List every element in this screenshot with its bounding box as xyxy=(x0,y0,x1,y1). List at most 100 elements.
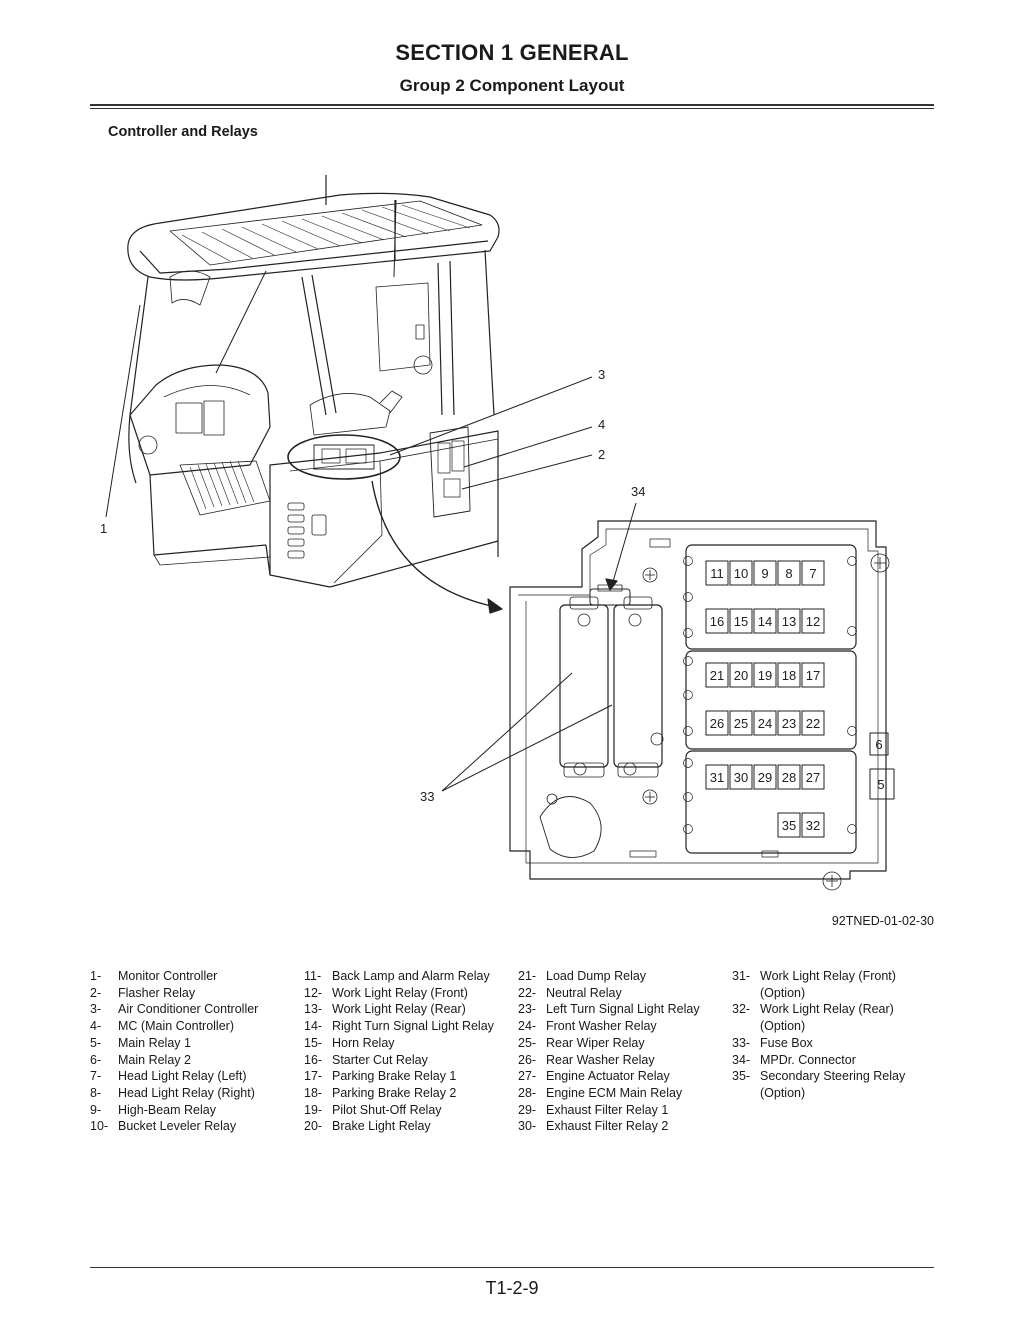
legend-number: 15- xyxy=(304,1035,323,1050)
callout-34: 34 xyxy=(631,484,645,499)
legend-description: Work Light Relay (Front) xyxy=(760,969,896,983)
legend-item: 25- Rear Wiper Relay xyxy=(518,1035,732,1052)
legend-number: 3- xyxy=(90,1002,102,1017)
legend-item: 8- Head Light Relay (Right) xyxy=(90,1085,304,1102)
relay-number: 20 xyxy=(734,668,748,683)
legend-description: Main Relay 2 xyxy=(118,1052,191,1067)
relay-32: 32 xyxy=(801,812,825,838)
relay-number: 17 xyxy=(806,668,820,683)
legend-number: 27- xyxy=(518,1069,537,1084)
legend-item: 10-Bucket Leveler Relay xyxy=(90,1118,304,1135)
legend-number: 11- xyxy=(304,969,322,983)
relay-31: 31 xyxy=(705,764,729,790)
legend-description: Head Light Relay (Right) xyxy=(118,1085,255,1100)
legend-item: 6- Main Relay 2 xyxy=(90,1052,304,1069)
legend-description: (Option) xyxy=(760,1019,806,1034)
legend-item: 23-Left Turn Signal Light Relay xyxy=(518,1001,732,1018)
relay-number: 29 xyxy=(758,770,772,785)
legend-description: Rear Wiper Relay xyxy=(546,1035,645,1050)
relay-number: 24 xyxy=(758,716,772,731)
relay-25: 25 xyxy=(729,710,753,736)
relay-20: 20 xyxy=(729,662,753,688)
relay-23: 23 xyxy=(777,710,801,736)
legend-description: Brake Light Relay xyxy=(332,1119,431,1134)
legend-number: 25- xyxy=(518,1035,537,1050)
relay-number: 7 xyxy=(809,566,816,581)
relay-number: 13 xyxy=(782,614,796,629)
legend-description: Engine Actuator Relay xyxy=(546,1069,670,1084)
legend-item: 3-Air Conditioner Controller xyxy=(90,1001,304,1018)
callout-3: 3 xyxy=(598,367,605,382)
legend-number: 29- xyxy=(518,1102,537,1117)
legend-item: 24-Front Washer Relay xyxy=(518,1018,732,1035)
legend-number: 1- xyxy=(90,969,102,983)
legend-item: 18- Parking Brake Relay 2 xyxy=(304,1085,518,1102)
relay-number: 8 xyxy=(785,566,792,581)
legend-number: 14- xyxy=(304,1019,323,1034)
relay-10: 10 xyxy=(729,560,753,586)
legend-item: 22-Neutral Relay xyxy=(518,985,732,1002)
legend-description: Load Dump Relay xyxy=(546,969,647,983)
legend-number: 24- xyxy=(518,1019,537,1034)
legend-description: Work Light Relay (Front) xyxy=(332,985,468,1000)
relay-number: 22 xyxy=(806,716,820,731)
legend-item: 5-Main Relay 1 xyxy=(90,1035,304,1052)
relay-5: 5 xyxy=(877,777,884,792)
legend-description: Head Light Relay (Left) xyxy=(118,1069,247,1084)
relay-number: 28 xyxy=(782,770,796,785)
relay-number: 16 xyxy=(710,614,724,629)
legend-number: 34- xyxy=(732,1052,751,1067)
relay-number: 12 xyxy=(806,614,820,629)
legend-item: 33-Fuse Box xyxy=(732,1035,946,1052)
relay-number: 18 xyxy=(782,668,796,683)
relay-box-detail xyxy=(509,520,895,891)
relay-number: 32 xyxy=(806,818,820,833)
legend-description: Bucket Leveler Relay xyxy=(118,1119,237,1134)
legend-item: 35-Secondary Steering Relay xyxy=(732,1068,946,1085)
relay-number: 21 xyxy=(710,668,724,683)
legend-description: (Option) xyxy=(760,985,806,1000)
relay-number: 11 xyxy=(710,566,724,581)
relay-number: 30 xyxy=(734,770,748,785)
legend-number: 7- xyxy=(90,1069,102,1084)
cab-illustration xyxy=(105,175,500,588)
relay-7: 7 xyxy=(801,560,825,586)
relay-14: 14 xyxy=(753,608,777,634)
legend-number xyxy=(732,985,760,1002)
legend-column-4: 31-Work Light Relay (Front)(Option)32-Wo… xyxy=(732,968,946,1135)
legend-item: (Option) xyxy=(732,1018,946,1035)
relay-9: 9 xyxy=(753,560,777,586)
legend-item: 15-Horn Relay xyxy=(304,1035,518,1052)
header-rule xyxy=(90,104,934,106)
legend-description: Pilot Shut-Off Relay xyxy=(332,1102,442,1117)
legend-description: Right Turn Signal Light Relay xyxy=(332,1019,494,1034)
relay-number: 19 xyxy=(758,668,772,683)
legend-description: MPDr. Connector xyxy=(760,1052,856,1067)
legend-description: Starter Cut Relay xyxy=(332,1052,428,1067)
legend-number: 13- xyxy=(304,1002,323,1017)
relay-24: 24 xyxy=(753,710,777,736)
page-number: T1-2-9 xyxy=(485,1278,539,1298)
relay-number: 25 xyxy=(734,716,748,731)
legend-description: Fuse Box xyxy=(760,1035,813,1050)
relay-26: 26 xyxy=(705,710,729,736)
legend-description: Flasher Relay xyxy=(118,985,196,1000)
legend-description: Left Turn Signal Light Relay xyxy=(546,1002,700,1017)
relay-17: 17 xyxy=(801,662,825,688)
legend-description: Parking Brake Relay 2 xyxy=(332,1085,457,1100)
relay-35: 35 xyxy=(777,812,801,838)
legend-item: 11-Back Lamp and Alarm Relay xyxy=(304,968,518,985)
relay-29: 29 xyxy=(753,764,777,790)
legend-number: 4- xyxy=(90,1019,102,1034)
legend-number xyxy=(732,1085,760,1102)
legend-number: 8- xyxy=(90,1085,102,1100)
legend-number: 31- xyxy=(732,969,751,983)
legend-number: 6- xyxy=(90,1052,102,1067)
legend-number: 18- xyxy=(304,1085,323,1100)
legend-item: 28-Engine ECM Main Relay xyxy=(518,1085,732,1102)
